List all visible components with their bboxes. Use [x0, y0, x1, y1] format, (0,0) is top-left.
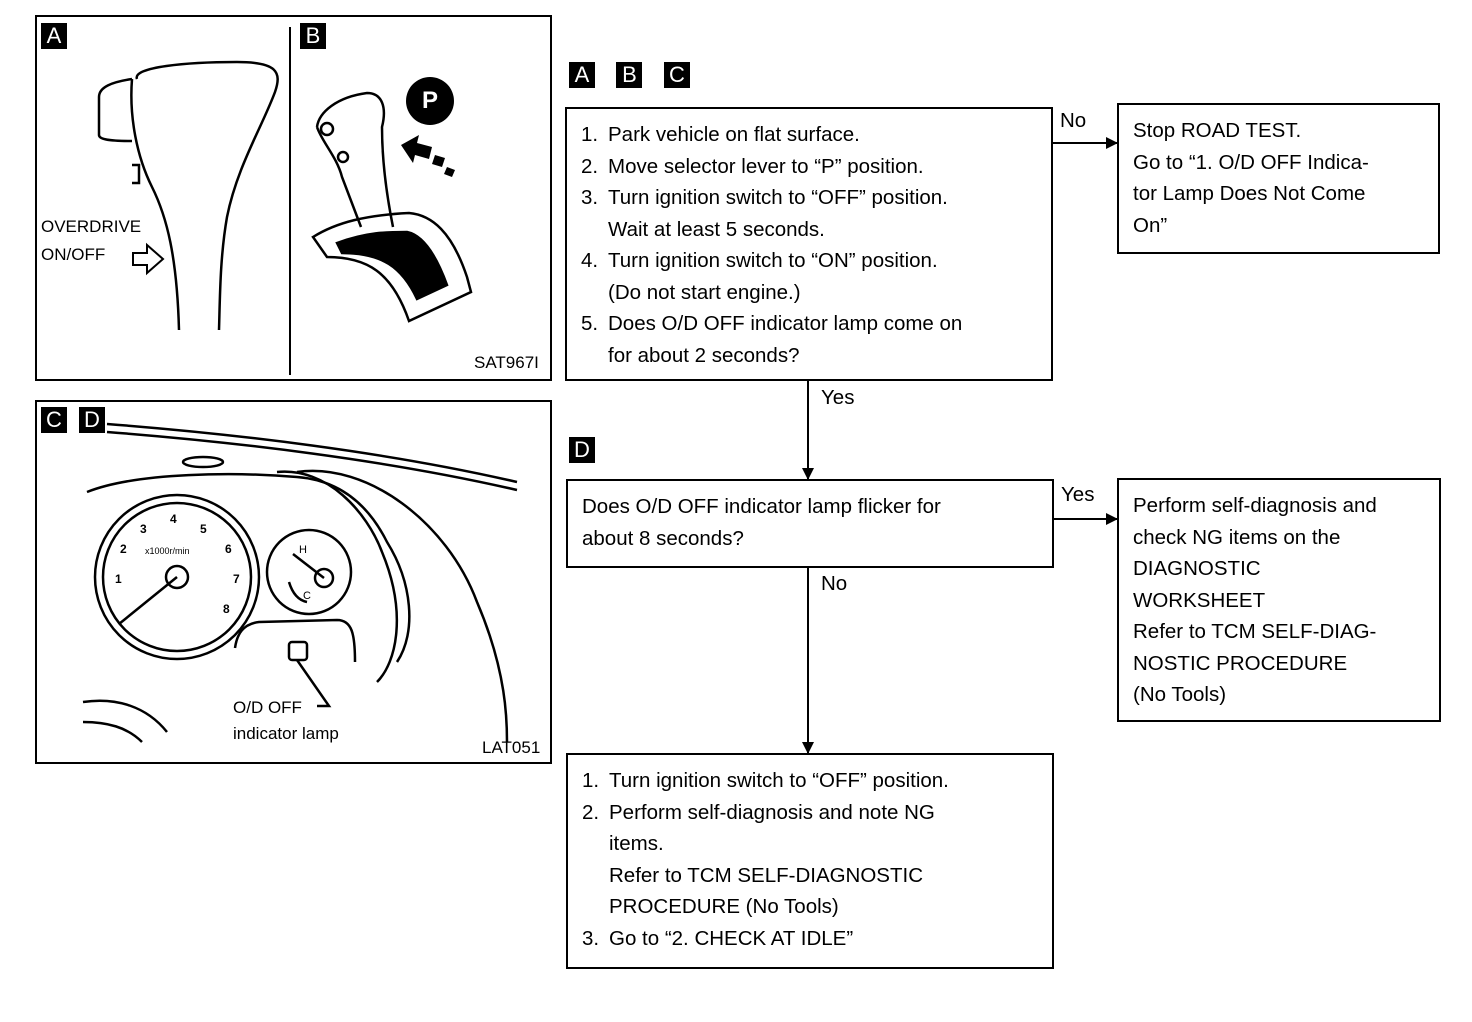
selector-lever-drawing	[97, 27, 473, 375]
selfdiag-line: (No Tools)	[1133, 683, 1227, 706]
figure-code-lat051: LAT051	[482, 738, 541, 757]
step-box-stop-road-test: Stop ROAD TEST. Go to “1. O/D OFF Indica…	[1117, 103, 1440, 254]
gauge-number-7: 7	[233, 572, 240, 586]
step-box-flicker-check: Does O/D OFF indicator lamp flicker for …	[566, 479, 1054, 568]
overdrive-arrow-icon	[132, 242, 165, 276]
gauge-unit-label: x1000r/min	[145, 546, 190, 556]
gauge-number-8: 8	[223, 602, 230, 616]
selfdiag-line: NOSTIC PROCEDURE	[1133, 651, 1348, 675]
tag-c: C	[41, 407, 67, 433]
label-yes-2: Yes	[1061, 483, 1095, 506]
list-item: 1.Park vehicle on flat surface.	[581, 123, 860, 146]
instrument-cluster-drawing	[82, 422, 518, 743]
final-step-list: 1.Turn ignition switch to “OFF” position…	[582, 765, 1038, 954]
list-item: 4.Turn ignition switch to “ON” position.	[581, 249, 938, 272]
gauge-number-5: 5	[200, 522, 207, 536]
illustration-panel-cd: C D	[35, 400, 552, 764]
flow-tag-c: C	[663, 62, 690, 88]
flow-tag-d: D	[569, 437, 595, 463]
overdrive-label-line2: ON/OFF	[41, 245, 106, 264]
gauge-number-3: 3	[140, 522, 147, 536]
shift-knob-drawing	[97, 60, 279, 331]
stop-line: tor Lamp Does Not Come	[1133, 182, 1366, 205]
flow-tag-b: B	[616, 62, 643, 88]
stop-line: On”	[1133, 213, 1168, 237]
selfdiag-line: check NG items on the	[1133, 525, 1341, 549]
p-badge-circle	[406, 77, 454, 125]
list-item: (Do not start engine.)	[608, 280, 801, 304]
illustration-panel-ab: A B OVERDRIVE ON/OFF P SAT967I	[35, 15, 552, 381]
label-yes-1: Yes	[821, 386, 855, 409]
stop-line: Go to “1. O/D OFF Indica-	[1133, 150, 1369, 174]
flicker-line: Does O/D OFF indicator lamp flicker for	[582, 495, 941, 518]
gauge-number-4: 4	[170, 512, 177, 526]
shifter-gate-drawing	[311, 91, 473, 323]
list-item: 5.Does O/D OFF indicator lamp come on	[581, 312, 963, 335]
callout-indicator-lamp: indicator lamp	[233, 724, 339, 743]
stop-line: Stop ROAD TEST.	[1133, 119, 1302, 142]
list-item: for about 2 seconds?	[608, 343, 800, 367]
gauge-number-2: 2	[120, 542, 127, 556]
callout-od-off: O/D OFF	[233, 698, 302, 717]
tag-b: B	[300, 23, 326, 49]
overdrive-label-line1: OVERDRIVE	[41, 217, 142, 236]
list-item: 2.Perform self-diagnosis and note NG	[582, 800, 935, 824]
tag-a: A	[41, 23, 67, 49]
push-arrow-icon	[401, 135, 432, 163]
temp-h-label: H	[299, 544, 307, 556]
step-box-final: 1.Turn ignition switch to “OFF” position…	[566, 753, 1054, 969]
p-badge-label: P	[421, 87, 438, 114]
list-item: Refer to TCM SELF-DIAGNOSTIC	[609, 863, 924, 887]
list-item: 1.Turn ignition switch to “OFF” position…	[582, 769, 949, 792]
label-no-2: No	[821, 572, 848, 595]
step-box-self-diagnosis: Perform self-diagnosis and check NG item…	[1117, 478, 1441, 722]
figure-code-sat967i: SAT967I	[474, 353, 539, 372]
selfdiag-line: Perform self-diagnosis and	[1133, 494, 1377, 517]
flow-tag-a: A	[569, 62, 595, 88]
list-item: items.	[609, 832, 664, 855]
selfdiag-line: WORKSHEET	[1133, 588, 1266, 612]
label-no-1: No	[1060, 109, 1087, 132]
list-item: PROCEDURE (No Tools)	[609, 895, 839, 918]
selfdiag-line: Refer to TCM SELF-DIAG-	[1133, 620, 1377, 643]
temp-c-label: C	[303, 590, 311, 602]
tags-abc: A B C	[569, 62, 690, 88]
gauge-number-6: 6	[225, 542, 232, 556]
list-item: 3.Go to “2. CHECK AT IDLE”	[582, 926, 854, 950]
initial-check-list: 1.Park vehicle on flat surface. 2.Move s…	[581, 119, 1037, 371]
list-item: 2.Move selector lever to “P” position.	[581, 154, 924, 178]
list-item: Wait at least 5 seconds.	[608, 217, 825, 241]
step-box-initial-check: 1.Park vehicle on flat surface. 2.Move s…	[565, 107, 1053, 381]
tag-d: D	[79, 407, 105, 433]
list-item: 3.Turn ignition switch to “OFF” position…	[581, 186, 948, 209]
selfdiag-line: DIAGNOSTIC	[1133, 557, 1261, 580]
flicker-line: about 8 seconds?	[582, 526, 744, 550]
gauge-number-1: 1	[115, 572, 122, 586]
